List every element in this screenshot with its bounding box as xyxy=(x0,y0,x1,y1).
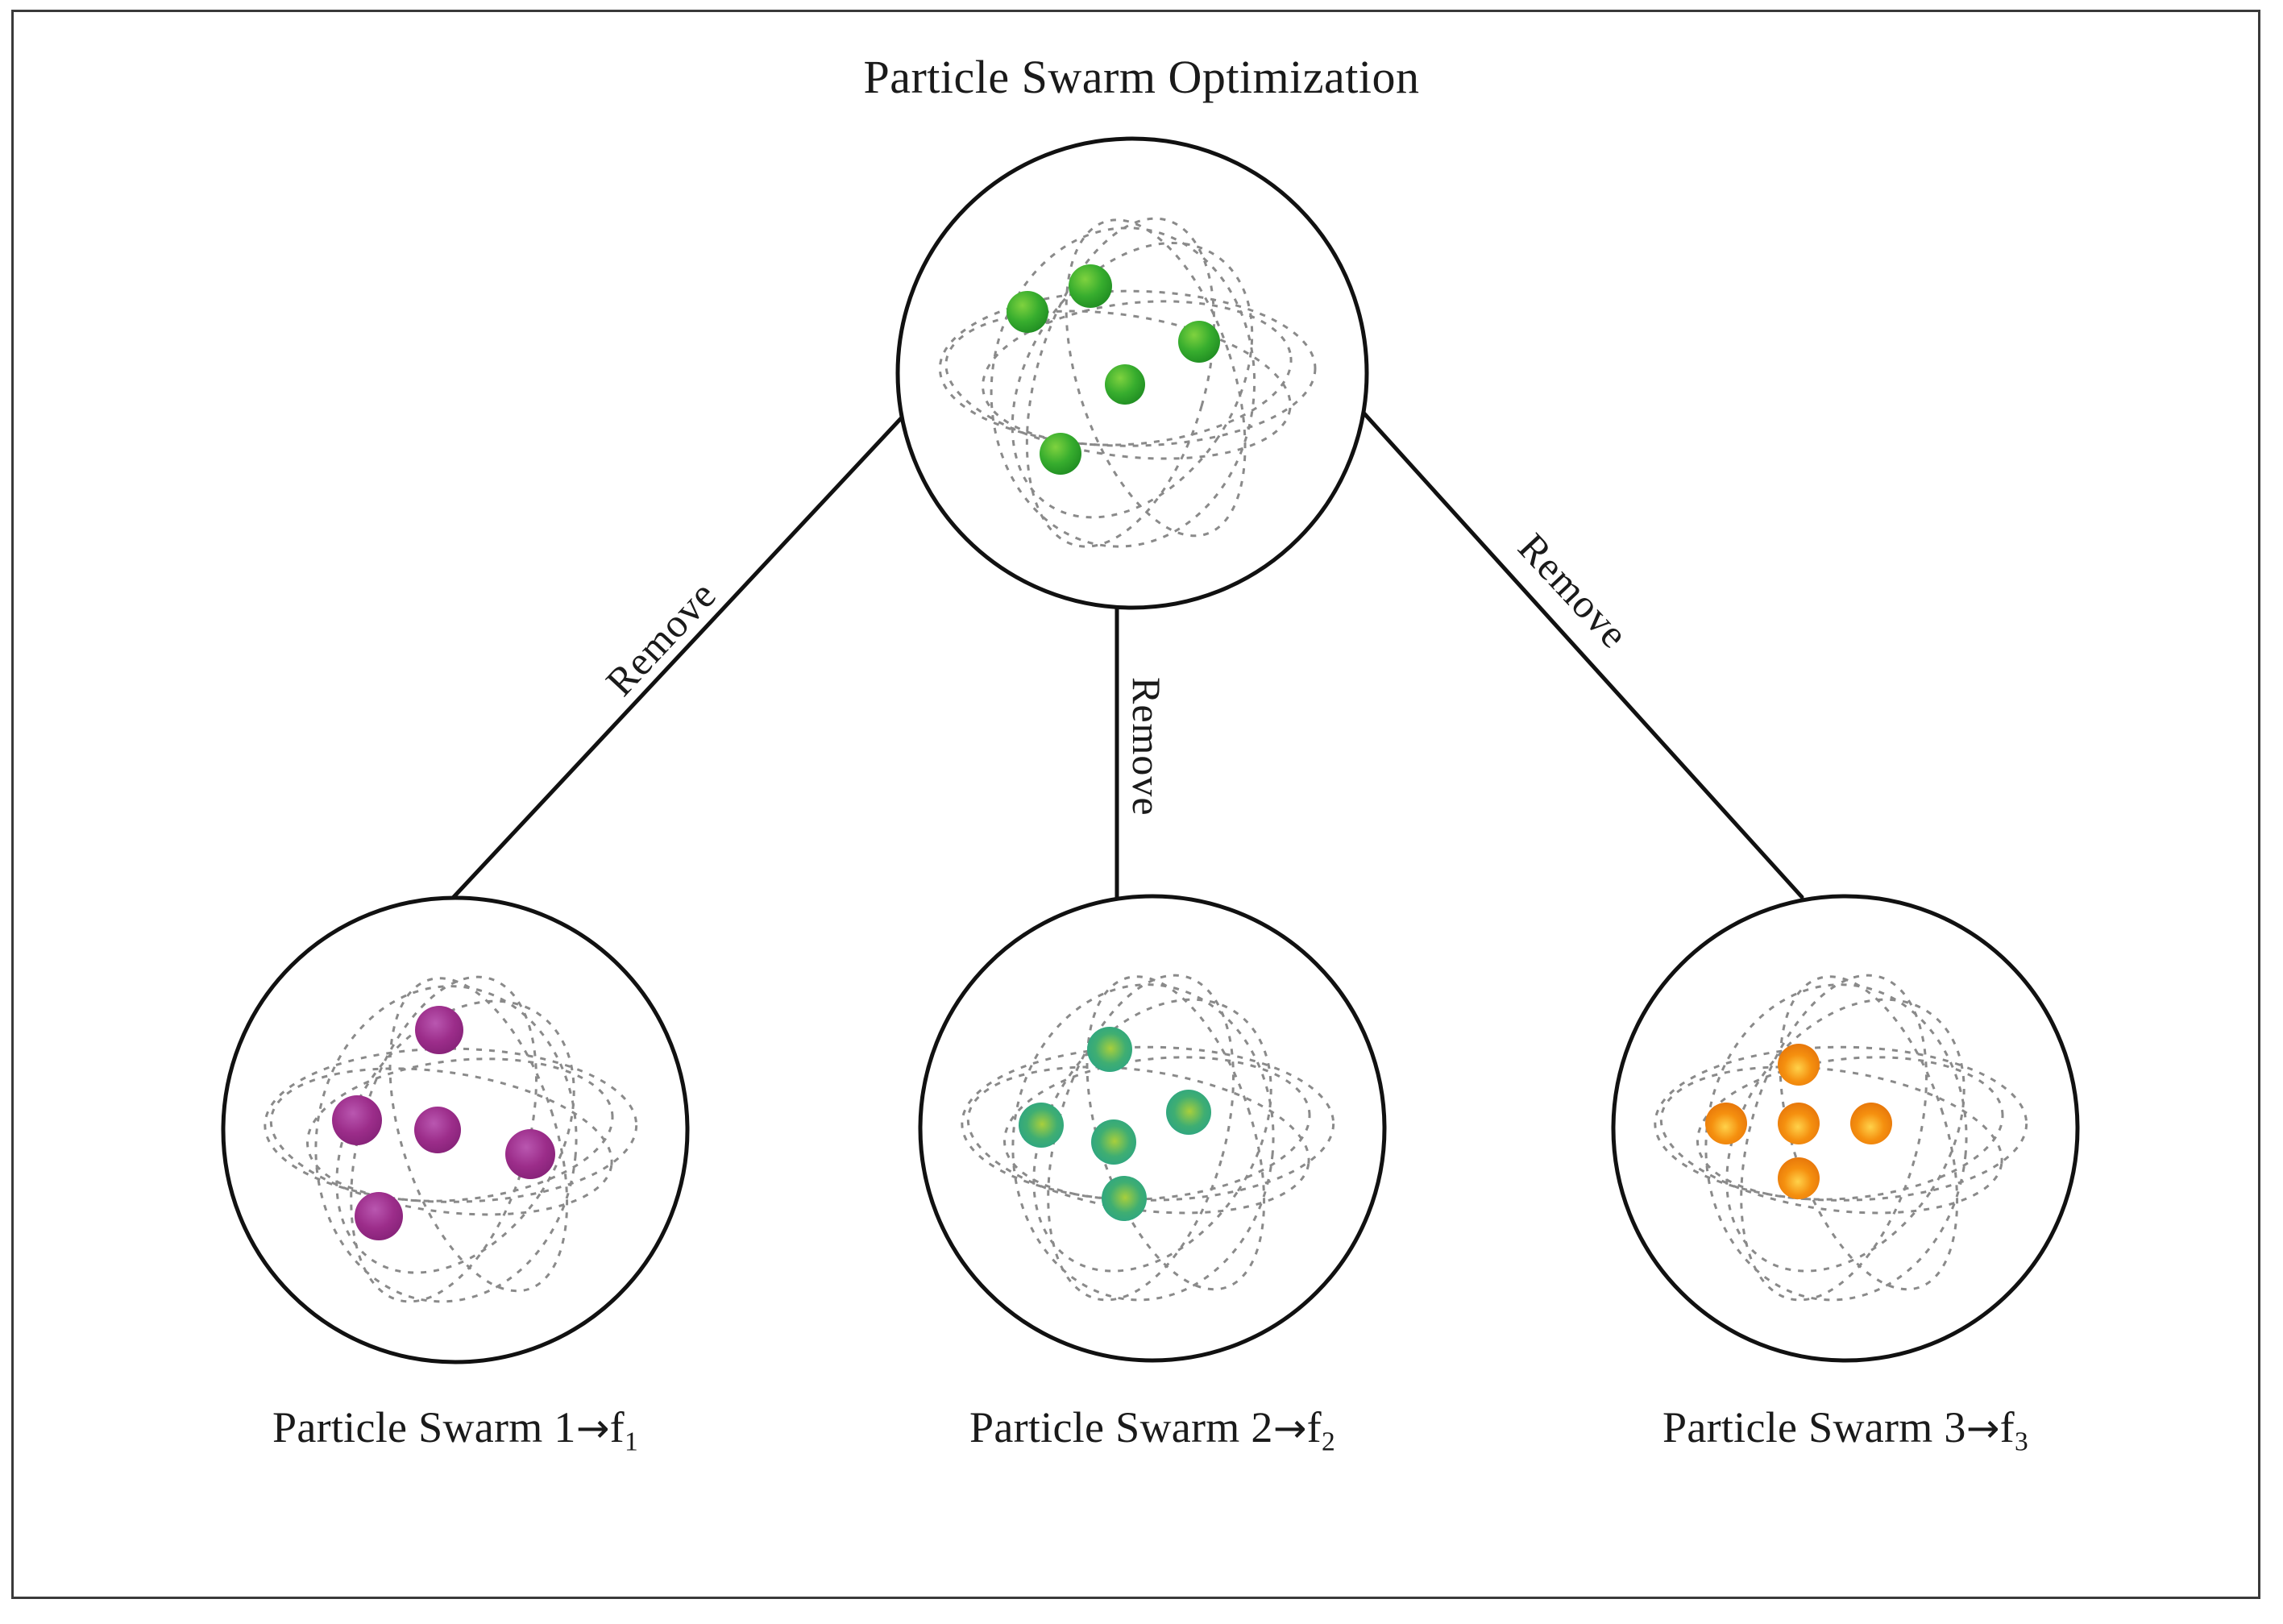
particle-swarm3-5 xyxy=(1778,1157,1820,1199)
particle-root-5 xyxy=(1040,433,1081,475)
sphere-swarm2 xyxy=(918,894,1387,1363)
orbit-ring-root-4 xyxy=(1065,218,1247,538)
particle-swarm2-2 xyxy=(1019,1103,1064,1148)
swarm-caption-2: Particle Swarm 2→f2 xyxy=(846,1402,1459,1458)
swarm-caption-3-fn: f xyxy=(1999,1403,2015,1452)
swarm-caption-3-prefix: Particle Swarm 3 xyxy=(1662,1403,1966,1452)
orbit-ring-root-0 xyxy=(938,289,1317,447)
swarm-caption-2-subscript: 2 xyxy=(1321,1427,1335,1457)
sphere-swarm1 xyxy=(221,895,690,1364)
particle-root-3 xyxy=(1178,321,1220,363)
orbit-ring-swarm3-4 xyxy=(1779,975,1959,1291)
particle-swarm1-1 xyxy=(415,1006,463,1054)
sphere-root xyxy=(895,136,1369,610)
particle-swarm1-5 xyxy=(355,1192,403,1240)
orbit-ring-swarm1-2 xyxy=(306,1057,614,1202)
particle-swarm2-3 xyxy=(1091,1119,1136,1165)
sphere-outline-swarm2 xyxy=(918,894,1387,1363)
swarm-caption-1-prefix: Particle Swarm 1 xyxy=(272,1403,576,1452)
orbit-ring-swarm1-1 xyxy=(269,1067,613,1216)
particle-swarm2-4 xyxy=(1166,1090,1211,1135)
orbit-ring-root-1 xyxy=(944,309,1292,460)
orbit-ring-root-3 xyxy=(1025,217,1216,548)
edge-left xyxy=(450,390,928,900)
orbit-ring-swarm2-0 xyxy=(961,1045,1335,1202)
orbit-ring-swarm2-5 xyxy=(1011,983,1275,1302)
orbit-ring-swarm1-0 xyxy=(264,1047,638,1203)
orbit-ring-swarm1-5 xyxy=(314,985,578,1303)
edge-right xyxy=(1345,393,1804,899)
orbit-ring-swarm3-2 xyxy=(1696,1056,2004,1201)
swarm-caption-1-arrow: → xyxy=(575,1405,610,1452)
orbit-ring-swarm1-4 xyxy=(388,977,569,1293)
swarm-caption-2-fn: f xyxy=(1306,1403,1322,1452)
swarm-caption-2-arrow: → xyxy=(1272,1405,1307,1452)
swarm-caption-1: Particle Swarm 1→f1 xyxy=(149,1402,762,1458)
orbit-ring-swarm3-0 xyxy=(1654,1045,2028,1202)
swarm-caption-3-subscript: 3 xyxy=(2014,1427,2028,1457)
orbit-ring-swarm1-6 xyxy=(335,999,575,1274)
swarm-caption-3: Particle Swarm 3→f3 xyxy=(1539,1402,2152,1458)
page-title: Particle Swarm Optimization xyxy=(863,51,1420,103)
particle-swarm3-1 xyxy=(1778,1044,1820,1086)
swarm-caption-1-subscript: 1 xyxy=(624,1427,638,1457)
figure-border xyxy=(11,10,2260,1599)
orbit-ring-swarm3-6 xyxy=(1725,998,1965,1273)
swarm-caption-1-fn: f xyxy=(609,1403,625,1452)
orbit-ring-swarm2-2 xyxy=(1003,1056,1311,1201)
particle-swarm1-3 xyxy=(414,1107,461,1153)
orbit-ring-root-5 xyxy=(990,226,1256,548)
orbit-ring-swarm3-3 xyxy=(1740,974,1928,1302)
particle-swarm3-4 xyxy=(1850,1103,1892,1144)
orbit-ring-root-2 xyxy=(982,300,1293,446)
orbit-ring-root-6 xyxy=(1011,242,1254,519)
particle-swarm3-2 xyxy=(1705,1103,1747,1144)
swarm-caption-2-prefix: Particle Swarm 2 xyxy=(969,1403,1273,1452)
particle-swarm2-1 xyxy=(1087,1027,1132,1072)
particle-swarm2-5 xyxy=(1102,1176,1147,1221)
sphere-outline-swarm3 xyxy=(1611,894,2080,1363)
edge-middle-label: Remove xyxy=(1124,677,1169,816)
particle-swarm1-4 xyxy=(505,1129,555,1179)
edges-layer xyxy=(450,390,1804,900)
particle-root-1 xyxy=(1007,291,1048,333)
particle-swarm1-2 xyxy=(332,1095,382,1145)
particle-root-4 xyxy=(1105,364,1145,405)
swarm-caption-3-arrow: → xyxy=(1965,1405,2000,1452)
orbit-ring-swarm2-6 xyxy=(1032,998,1272,1273)
spheres-layer xyxy=(221,136,2080,1364)
particle-root-2 xyxy=(1069,264,1112,308)
sphere-swarm3 xyxy=(1611,894,2080,1363)
particle-swarm3-3 xyxy=(1778,1103,1820,1144)
